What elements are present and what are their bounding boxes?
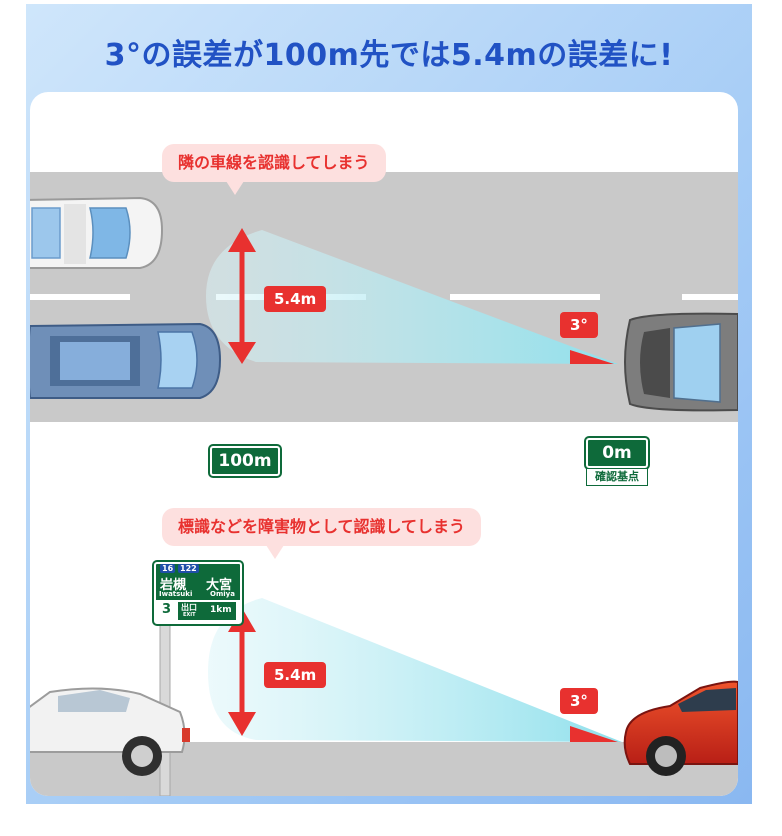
destination-2-en: Omiya xyxy=(210,590,235,598)
angle-tag: 3° xyxy=(560,688,598,714)
angle-wedge xyxy=(570,350,614,364)
route-badge: 122 xyxy=(178,564,199,573)
exit-distance: 1km xyxy=(210,605,232,615)
scene-drawing xyxy=(30,172,738,796)
callout-text: 隣の車線を認識してしまう xyxy=(178,153,370,172)
exit-box: 出口 EXIT 1km xyxy=(178,602,236,620)
headline: 3°の誤差が100m先では5.4mの誤差に! xyxy=(104,38,674,73)
exit-label-en: EXIT xyxy=(183,612,196,618)
callout-adjacent-lane: 隣の車線を認識してしまう xyxy=(162,144,386,195)
detection-cone xyxy=(206,230,618,364)
destination-1-en: Iwatsuki xyxy=(159,590,193,598)
exit-number: 3 xyxy=(162,602,172,617)
grey-ego-car xyxy=(624,312,738,412)
distance-tag: 5.4m xyxy=(264,662,327,688)
white-car-bottom xyxy=(30,687,190,776)
marker-0m: 0m xyxy=(584,436,650,470)
exit-strip: 3 出口 EXIT 1km xyxy=(156,600,240,622)
gap-arrow-top xyxy=(228,228,256,364)
illustration-panel: 隣の車線を認識してしまう 標識などを障害物として認識してしまう 5.4m 3° … xyxy=(30,92,738,796)
angle-wedge xyxy=(570,726,618,742)
white-car-top xyxy=(30,196,164,269)
route-badge: 16 xyxy=(160,564,176,573)
marker-100m: 100m xyxy=(208,444,282,478)
angle-tag: 3° xyxy=(560,312,598,338)
red-suv xyxy=(623,680,738,776)
gap-arrow-bottom xyxy=(228,608,256,736)
marker-caption: 確認基点 xyxy=(586,468,648,486)
destination-1: 岩槻 xyxy=(160,578,187,593)
road-sign: 16 122 岩槻 Iwatsuki 大宮 Omiya 3 出口 EXIT 1k… xyxy=(152,560,244,626)
detection-cone xyxy=(208,598,622,742)
destination-2: 大宮 xyxy=(206,578,233,593)
distance-tag: 5.4m xyxy=(264,286,327,312)
exit-label: 出口 xyxy=(181,603,197,612)
callout-sign-obstacle: 標識などを障害物として認識してしまう xyxy=(162,508,482,559)
callout-text: 標識などを障害物として認識してしまう xyxy=(178,517,466,536)
blue-van xyxy=(30,322,222,399)
